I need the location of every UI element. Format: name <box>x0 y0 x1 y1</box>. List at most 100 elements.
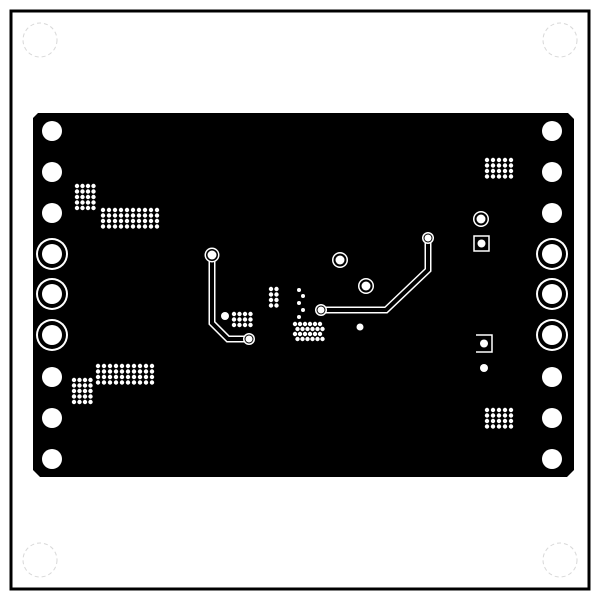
via <box>502 157 508 163</box>
via <box>496 418 502 424</box>
via <box>496 157 502 163</box>
via <box>130 218 136 224</box>
via-array-center-column <box>268 286 279 308</box>
via <box>82 377 88 383</box>
via <box>100 213 106 218</box>
via <box>484 157 490 163</box>
right-pin-8 <box>542 408 562 428</box>
via-hole <box>476 214 486 224</box>
via <box>268 297 274 303</box>
mounting-holes <box>22 22 578 578</box>
via <box>118 213 124 218</box>
via <box>310 336 315 342</box>
via <box>297 301 301 305</box>
via <box>118 218 124 224</box>
via <box>74 194 80 200</box>
via <box>91 194 96 200</box>
left-pin-4 <box>42 244 62 264</box>
via <box>100 207 106 213</box>
via <box>142 224 148 229</box>
via <box>508 174 514 179</box>
via <box>85 189 91 194</box>
via <box>113 369 119 374</box>
via <box>80 205 85 211</box>
via <box>101 380 107 385</box>
via <box>112 218 118 224</box>
via <box>77 388 82 394</box>
via <box>88 399 93 405</box>
via <box>143 369 149 374</box>
via <box>496 424 502 429</box>
via <box>136 218 142 224</box>
left-pin-1 <box>42 121 62 141</box>
via <box>274 297 279 303</box>
via <box>80 200 85 205</box>
via <box>148 224 154 229</box>
single-vias <box>221 288 488 372</box>
via <box>297 315 301 319</box>
via <box>307 321 313 327</box>
via <box>131 374 137 380</box>
via <box>484 418 490 424</box>
via <box>310 326 315 332</box>
via <box>125 369 131 374</box>
via <box>77 399 82 405</box>
via <box>242 317 248 322</box>
via <box>317 321 323 327</box>
via <box>149 374 155 380</box>
via <box>274 292 279 297</box>
via <box>130 213 136 218</box>
via <box>508 418 514 424</box>
via <box>124 213 130 218</box>
via <box>71 388 77 394</box>
via <box>74 183 80 189</box>
mounting-hole-icon <box>542 542 578 578</box>
via <box>119 363 125 369</box>
via <box>142 207 148 213</box>
via-hole <box>207 250 217 260</box>
via <box>131 369 137 374</box>
via <box>80 194 85 200</box>
via <box>292 321 298 327</box>
via <box>237 317 242 322</box>
via <box>248 317 253 322</box>
via <box>508 424 514 429</box>
via <box>149 369 155 374</box>
via <box>137 374 143 380</box>
via <box>88 394 93 399</box>
via <box>231 311 237 317</box>
via <box>154 207 160 213</box>
via <box>502 163 508 168</box>
left-pin-7 <box>42 367 62 387</box>
via <box>149 380 155 385</box>
via <box>484 174 490 179</box>
via <box>154 224 160 229</box>
via <box>107 369 113 374</box>
via <box>77 383 82 388</box>
mounting-hole-icon <box>542 22 578 58</box>
via <box>106 218 112 224</box>
via <box>302 321 308 327</box>
via <box>100 218 106 224</box>
right-pin-9 <box>542 449 562 469</box>
via <box>71 383 77 388</box>
via-array-center-small <box>231 311 253 328</box>
via <box>300 326 305 332</box>
via-array-right-lower <box>484 407 514 429</box>
via <box>502 174 508 179</box>
via <box>508 163 514 168</box>
via-array-left-lower-large <box>95 363 155 385</box>
via <box>106 213 112 218</box>
via <box>91 189 96 194</box>
via <box>496 174 502 179</box>
via-hole <box>317 306 325 314</box>
via <box>148 218 154 224</box>
via <box>85 200 91 205</box>
left-pin-2 <box>42 162 62 182</box>
square-pad-hole <box>477 239 486 248</box>
via <box>101 374 107 380</box>
via <box>137 363 143 369</box>
via <box>91 183 96 189</box>
